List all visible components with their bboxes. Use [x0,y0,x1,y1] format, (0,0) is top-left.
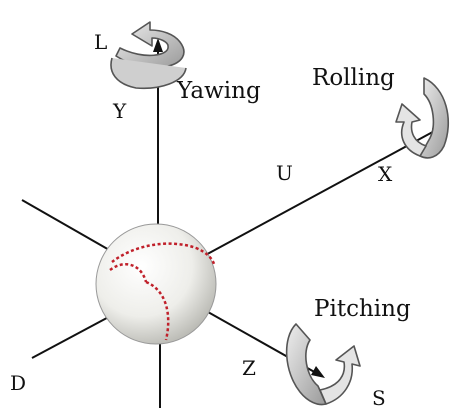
ball-seam-left [111,242,216,265]
yawing-label: Yawing [176,78,261,104]
ball-seam-inner [109,263,148,283]
rolling-label: Rolling [312,65,395,91]
roll-rotation-icon [395,77,450,159]
z-axis-arrowhead [311,366,325,378]
front-left-line [31,311,119,359]
y-axis-arrowhead [153,38,163,52]
yaw-rotation-icon [110,21,187,90]
d-letter-label: D [10,371,26,395]
z-axis-label: Z [242,356,256,380]
back-left-line [21,199,119,256]
pitching-label: Pitching [314,296,411,322]
x-axis-label: X [378,162,393,186]
u-letter-label: U [276,161,293,185]
baseball-icon [95,223,217,345]
x-axis-line [199,127,441,259]
ball-seam-right [145,280,170,341]
s-letter-label: S [372,386,386,410]
yaw-letter-label: L [94,30,107,54]
y-axis-label: Y [112,99,127,123]
pitch-rotation-icon [285,323,361,406]
